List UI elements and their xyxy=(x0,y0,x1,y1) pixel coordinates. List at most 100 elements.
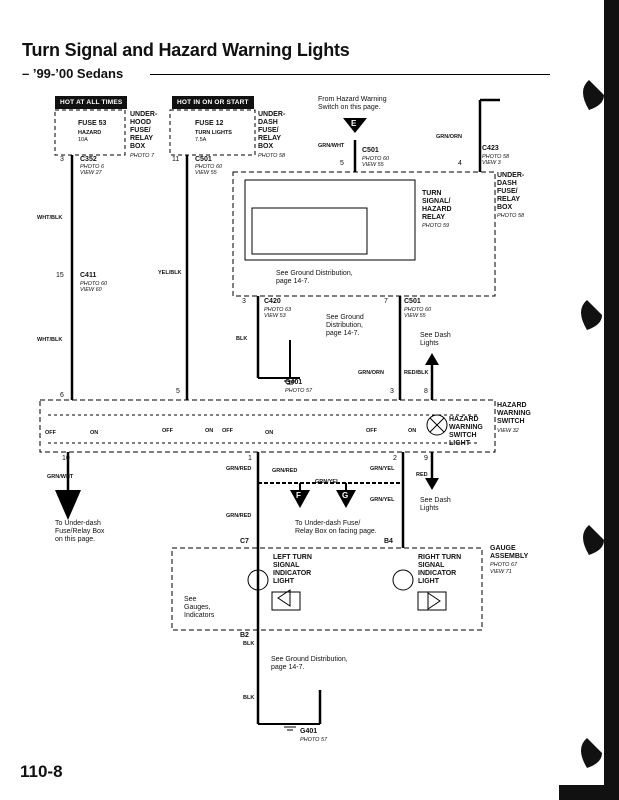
pin-11: 11 xyxy=(172,156,180,163)
switch-off-4: OFF xyxy=(366,428,377,434)
see-ground-note-2: See Ground Distribution, page 14-7. xyxy=(326,314,364,337)
c501-photo-a: PHOTO 60 xyxy=(195,164,223,170)
pin-10: 10 xyxy=(62,455,70,462)
fuse-53-photo: PHOTO 7 xyxy=(130,153,155,159)
pin-5-switch: 5 xyxy=(176,388,180,395)
label-f: F xyxy=(296,491,301,500)
fuse-12-amp: 7.5A xyxy=(195,137,207,143)
wire-label-grn-orn: GRN/ORN xyxy=(358,370,384,376)
pin-b4: B4 xyxy=(384,538,393,545)
pin-15: 15 xyxy=(56,272,64,279)
c411-label: C411 xyxy=(80,272,97,279)
wire-label-grn-wht-top: GRN/WHT xyxy=(318,143,345,149)
fuse-12-label: FUSE 12 xyxy=(195,120,224,127)
binder-edge xyxy=(559,0,619,800)
from-hazard-note: From Hazard Warning Switch on this page. xyxy=(318,96,387,111)
switch-on-3: ON xyxy=(265,430,274,436)
pin-5: 5 xyxy=(340,160,344,167)
pin-1: 1 xyxy=(248,455,252,462)
underdash-photo: PHOTO 58 xyxy=(497,213,525,219)
header-rule xyxy=(150,74,550,75)
pin-6: 6 xyxy=(60,392,64,399)
wire-label-blk-2: BLK xyxy=(243,641,255,647)
gauge-assembly-box xyxy=(171,547,483,631)
c501-view-a: VIEW 55 xyxy=(195,170,217,176)
c352-photo: PHOTO 6 xyxy=(80,164,105,170)
fuse-53-desc: HAZARD xyxy=(78,130,102,136)
c501-label-c: C501 xyxy=(404,298,421,305)
wire-label-yel-blk: YEL/BLK xyxy=(158,270,182,276)
wire-label-wht-blk-1: WHT/BLK xyxy=(37,215,63,221)
wire-label-red: RED xyxy=(416,472,428,478)
c501-label-a: C501 xyxy=(195,156,212,163)
hazard-bulb xyxy=(426,414,448,436)
c411-view: VIEW 60 xyxy=(80,287,102,293)
arrow-g xyxy=(336,490,356,508)
pin-7: 7 xyxy=(384,298,388,305)
pin-c7: C7 xyxy=(240,538,249,545)
pin-2: 2 xyxy=(393,455,397,462)
arrow-f xyxy=(290,490,310,508)
page-subtitle: – ’99-’00 Sedans xyxy=(22,66,124,81)
relay-photo: PHOTO 59 xyxy=(422,223,450,229)
hazard-switch-box xyxy=(39,399,496,453)
g401-label-bottom: G401 xyxy=(300,728,318,735)
left-turn-indicator-label: LEFT TURN SIGNAL INDICATOR LIGHT xyxy=(273,554,312,585)
gauge-assembly-label: GAUGE ASSEMBLY xyxy=(490,545,529,560)
c420-label: C420 xyxy=(264,298,281,305)
label-e: E xyxy=(351,119,357,128)
c420-photo: PHOTO 63 xyxy=(264,307,292,313)
g401-label-top: G401 xyxy=(285,379,303,386)
fuse53-box xyxy=(54,109,126,156)
wire-label-blk-1: BLK xyxy=(236,336,248,342)
pin-9: 9 xyxy=(424,455,428,462)
label-g: G xyxy=(342,491,348,500)
pin-3-c420: 3 xyxy=(242,298,246,305)
wire-label-grn-orn-top: GRN/ORN xyxy=(436,134,462,140)
switch-on-1: ON xyxy=(90,430,99,436)
c423-view: VIEW 3 xyxy=(482,160,501,166)
right-turn-indicator-label: RIGHT TURN SIGNAL INDICATOR LIGHT xyxy=(418,554,462,585)
g401-photo-bottom: PHOTO 57 xyxy=(300,737,328,743)
hot-in-on-label: HOT IN ON OR START xyxy=(172,96,254,109)
see-gauges-note: See Gauges, Indicators xyxy=(184,596,215,619)
wire-label-wht-blk-2: WHT/BLK xyxy=(37,337,63,343)
switch-off-1: OFF xyxy=(45,430,56,436)
underdash-fuse-box-label: UNDER- DASH FUSE/ RELAY BOX xyxy=(497,172,525,211)
arrow-e xyxy=(343,118,367,133)
arrow-to-underdash xyxy=(55,490,81,520)
pin-4: 4 xyxy=(458,160,462,167)
c501-photo-c: PHOTO 60 xyxy=(404,307,432,313)
fuse-53-label: FUSE 53 xyxy=(78,120,107,127)
fuse-12-photo: PHOTO 58 xyxy=(258,153,286,159)
see-ground-note-3: See Ground Distribution, page 14-7. xyxy=(271,656,348,671)
fuse-12-desc: TURN LIGHTS xyxy=(195,130,232,136)
c501-label-b: C501 xyxy=(362,147,379,154)
g401-photo-top: PHOTO 57 xyxy=(285,388,313,394)
see-dash-lights-1: See Dash Lights xyxy=(420,332,451,347)
hot-at-all-times-label: HOT AT ALL TIMES xyxy=(55,96,128,109)
wire-label-grn-wht: GRN/WHT xyxy=(47,474,74,480)
pin-3-switch: 3 xyxy=(390,388,394,395)
c420-view: VIEW 53 xyxy=(264,313,286,319)
wire-label-red-blk: RED/BLK xyxy=(404,370,429,376)
underdash-fuse-box-top-label: UNDER- DASH FUSE/ RELAY BOX xyxy=(258,111,286,150)
to-underdash-facing-note: To Under-dash Fuse/ Relay Box on facing … xyxy=(295,520,377,535)
c501-photo-b: PHOTO 60 xyxy=(362,156,390,162)
c411-photo: PHOTO 60 xyxy=(80,281,108,287)
c352-view: VIEW 27 xyxy=(80,170,102,176)
relay-coil xyxy=(251,207,368,255)
wiring-diagram: E F G xyxy=(39,98,500,731)
gauge-photo: PHOTO 67 xyxy=(490,562,518,568)
relay-label: TURN SIGNAL/ HAZARD RELAY xyxy=(422,190,452,221)
relay-outline xyxy=(244,179,416,261)
switch-off-2: OFF xyxy=(162,428,173,434)
gauge-view: VIEW 71 xyxy=(490,569,512,575)
c352-label: C352 xyxy=(80,156,97,163)
switch-on-2: ON xyxy=(205,428,214,434)
page-number: 110-8 xyxy=(20,762,63,781)
page-title: Turn Signal and Hazard Warning Lights xyxy=(22,40,350,60)
c423-label: C423 xyxy=(482,145,499,152)
hazard-switch-title: HAZARD WARNING SWITCH xyxy=(497,402,531,425)
switch-on-4: ON xyxy=(408,428,417,434)
